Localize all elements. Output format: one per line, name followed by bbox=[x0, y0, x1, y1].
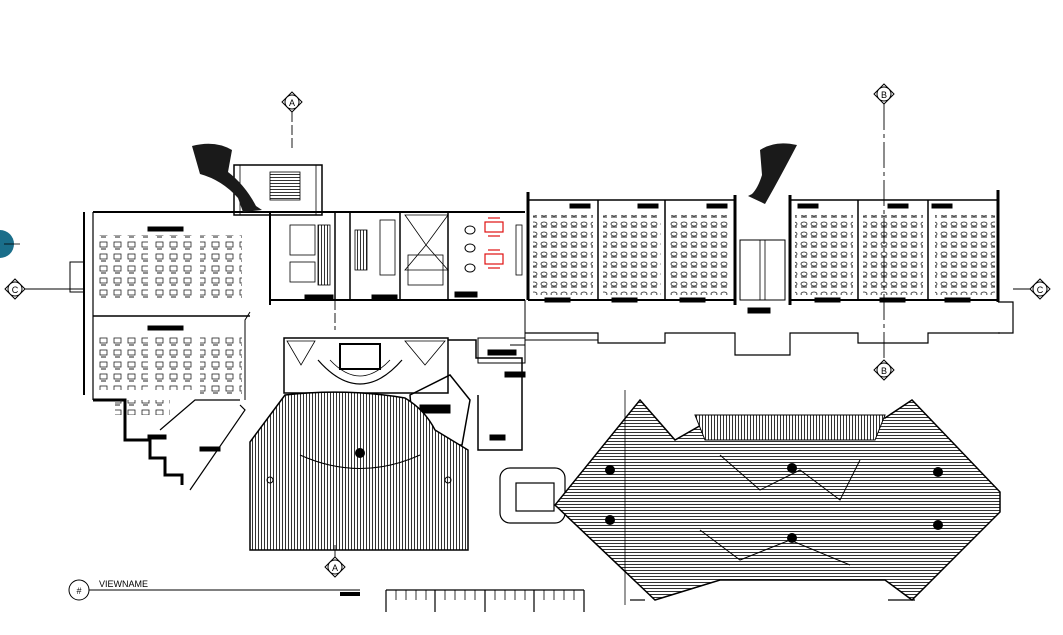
section-marker-a-top: A bbox=[281, 91, 303, 113]
lobby-block bbox=[283, 337, 526, 451]
left-classroom-wing bbox=[20, 211, 271, 491]
scale-bar-icon bbox=[385, 589, 585, 612]
view-title: # VIEWNAME bbox=[68, 579, 360, 601]
furniture-highlight bbox=[484, 217, 504, 269]
entry-arrow-icon bbox=[192, 143, 262, 212]
svg-text:B: B bbox=[881, 366, 887, 376]
lower-right-roof bbox=[499, 390, 1001, 605]
section-marker-c-right: C bbox=[1029, 278, 1051, 300]
svg-text:C: C bbox=[1037, 285, 1044, 295]
section-marker-b-bottom: B bbox=[873, 359, 895, 381]
section-marker-c-left: C bbox=[4, 278, 26, 300]
section-marker-a-bottom: A bbox=[324, 556, 346, 578]
lower-left-roof bbox=[249, 391, 469, 551]
svg-text:A: A bbox=[332, 563, 338, 573]
view-number: # bbox=[76, 586, 81, 596]
section-marker-b-top: B bbox=[873, 83, 895, 105]
view-name: VIEWNAME bbox=[99, 579, 148, 589]
svg-text:B: B bbox=[881, 90, 887, 100]
right-classroom-wing bbox=[510, 190, 1014, 356]
central-services bbox=[233, 164, 525, 301]
entry-arrow-icon bbox=[748, 143, 797, 204]
svg-text:C: C bbox=[12, 285, 19, 295]
svg-text:A: A bbox=[289, 98, 295, 108]
